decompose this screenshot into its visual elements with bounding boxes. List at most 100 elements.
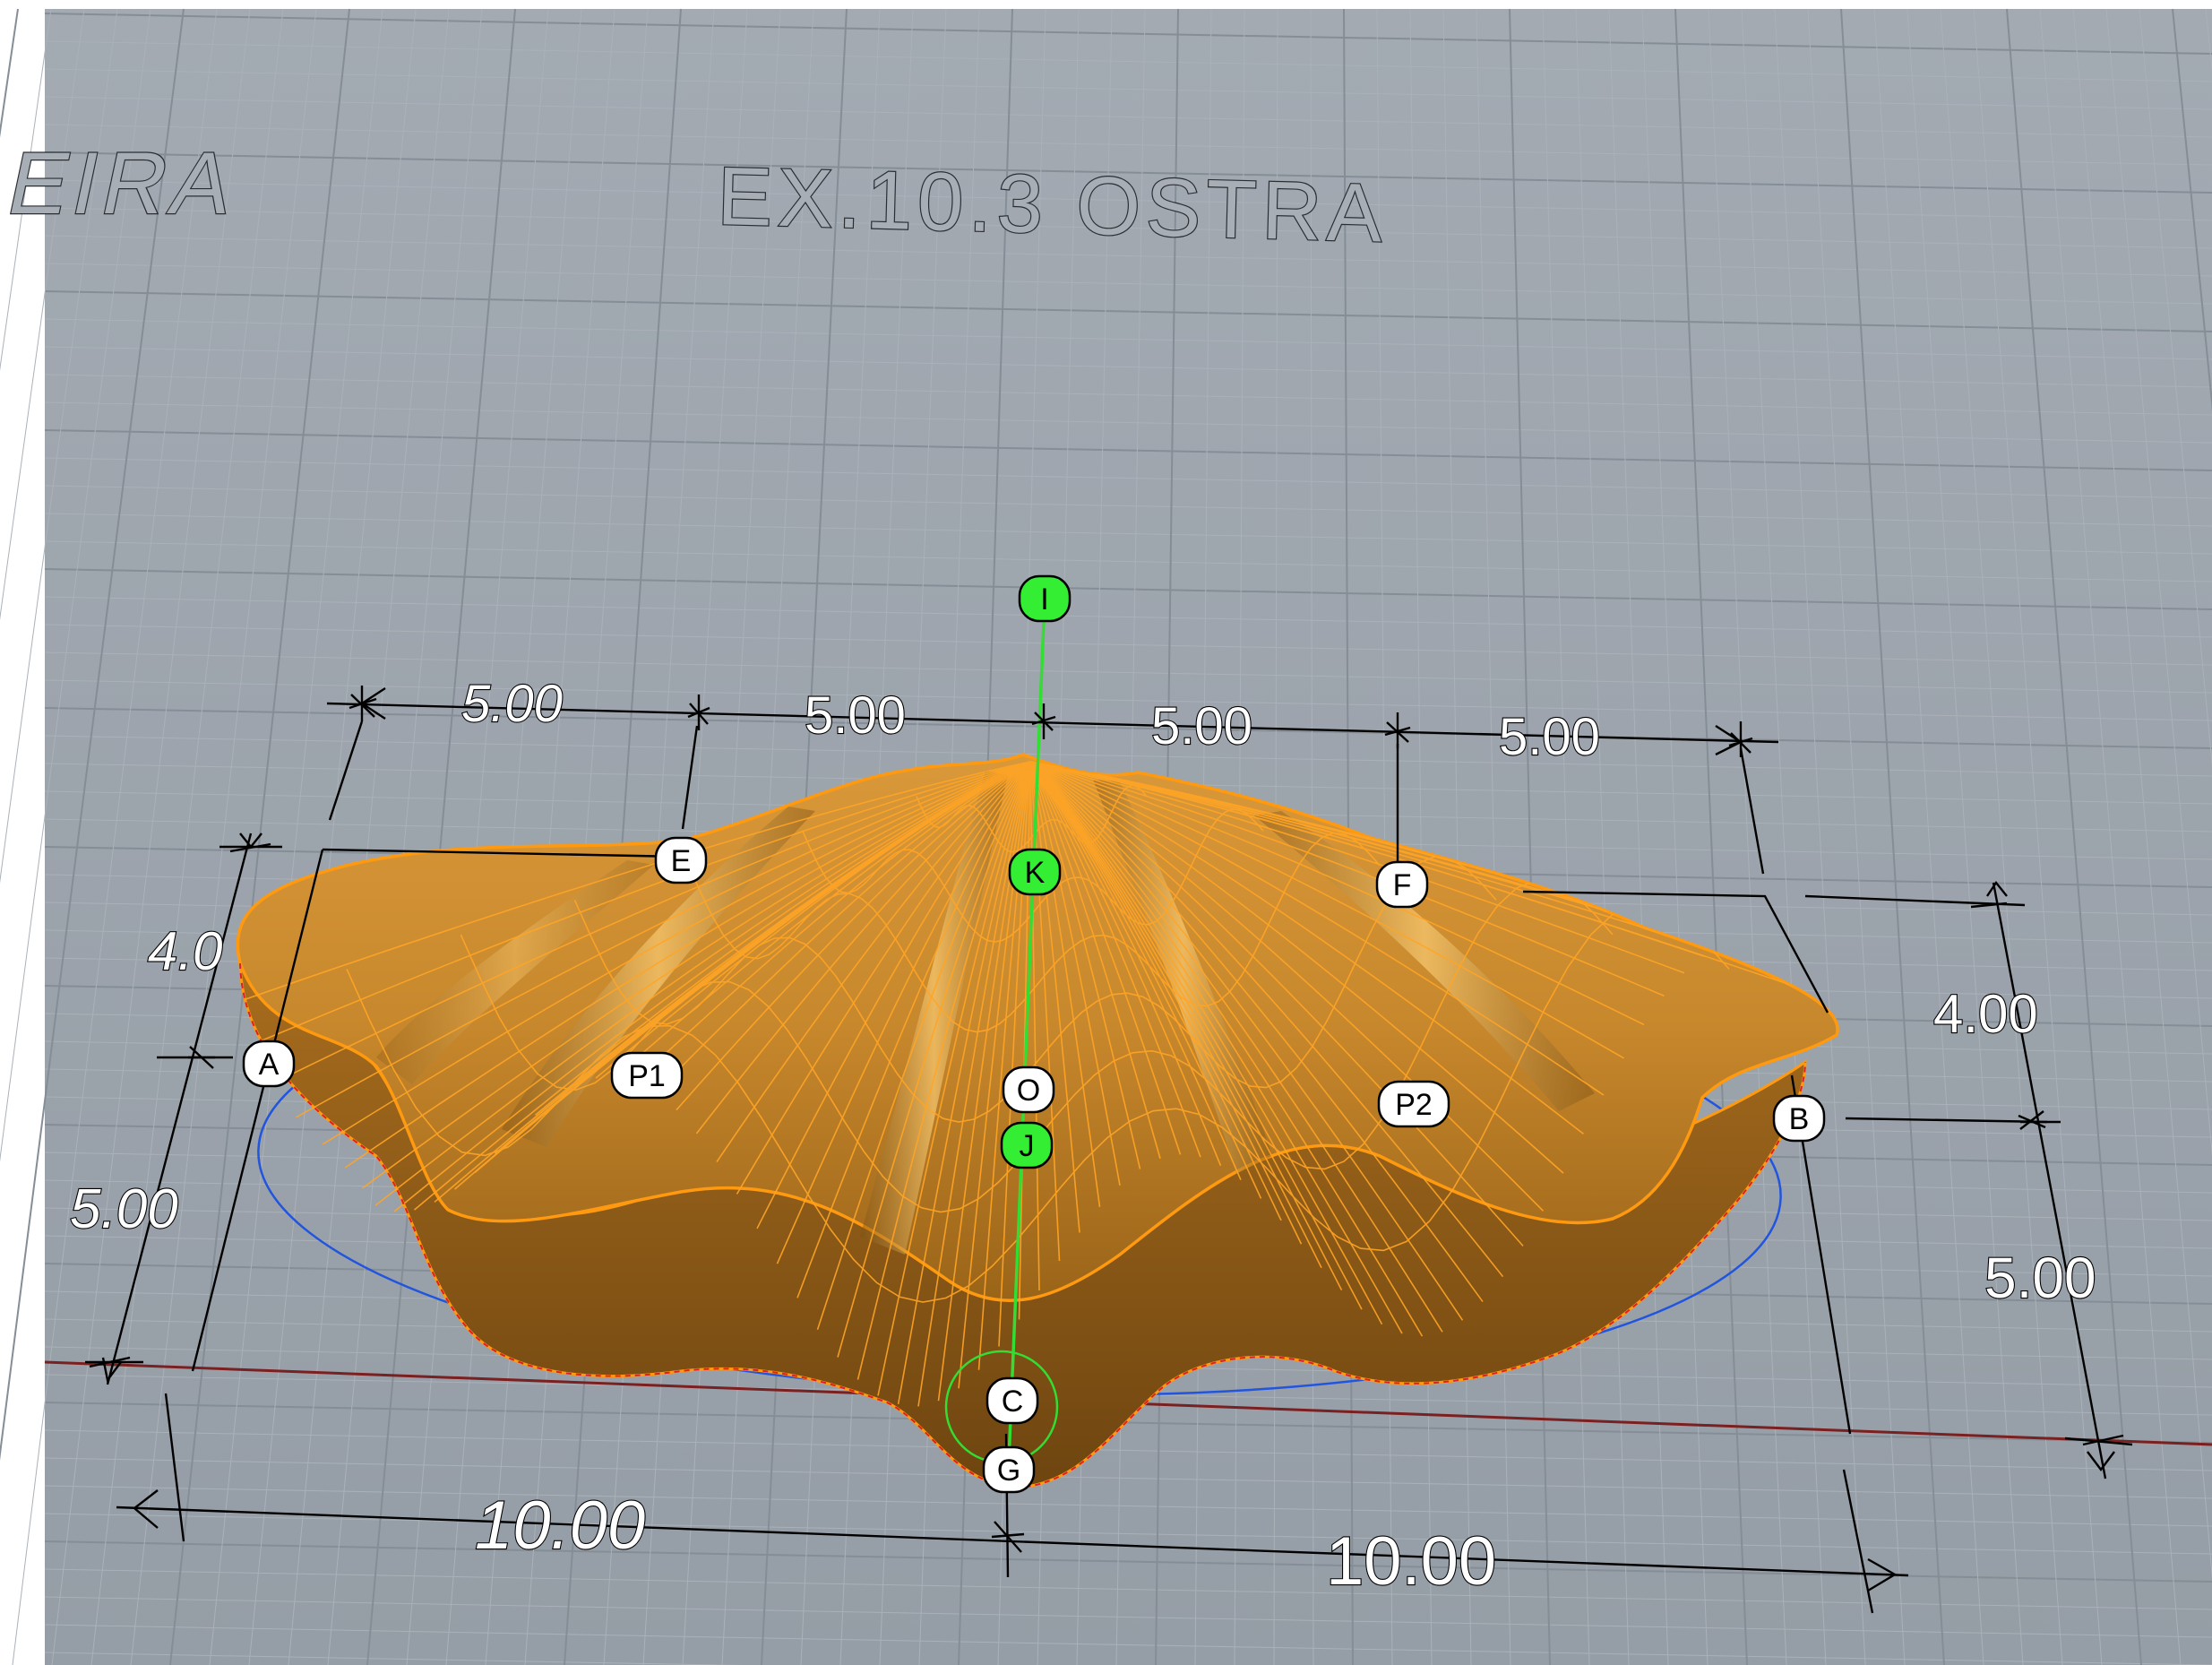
isocurve-radial bbox=[1029, 761, 1383, 1325]
isocurve-radial bbox=[333, 761, 1031, 1177]
grid-line-v bbox=[2072, 8, 2212, 1580]
grid-line-v bbox=[1873, 8, 1984, 1665]
isocurve-radial bbox=[917, 761, 1031, 1407]
grid-line-v bbox=[2105, 8, 2212, 1157]
grid-line-v bbox=[2172, 8, 2212, 412]
point-label-i[interactable]: I bbox=[1018, 574, 1072, 623]
grid-line-h bbox=[44, 290, 2212, 332]
grid-line-h bbox=[44, 263, 2212, 305]
dim-bottom-right: 10.00 bbox=[1326, 1523, 1496, 1600]
construction-grid bbox=[0, 8, 2212, 1665]
z-axis-line bbox=[1007, 600, 1046, 1462]
point-label-k[interactable]: K bbox=[1008, 848, 1062, 896]
grid-line-h bbox=[44, 13, 2212, 55]
isocurve-radial bbox=[1029, 761, 1504, 1278]
point-label-text: I bbox=[1040, 582, 1048, 617]
point-label-a[interactable]: A bbox=[242, 1040, 296, 1088]
isocurve-radial bbox=[313, 761, 1031, 1151]
grid-line-v bbox=[209, 8, 383, 1665]
isocurve-radial bbox=[1029, 761, 1665, 997]
isocurve-radial bbox=[1029, 761, 1262, 1199]
point-label-text: K bbox=[1025, 856, 1046, 890]
point-label-b[interactable]: B bbox=[1772, 1094, 1826, 1143]
isocurve-radial bbox=[1029, 761, 1564, 1174]
grid-line-h bbox=[44, 1402, 2212, 1444]
point-label-g[interactable]: G bbox=[982, 1445, 1036, 1494]
isocurve-radial bbox=[937, 761, 1031, 1402]
grid-line-h bbox=[44, 1513, 2212, 1555]
grid-line-v bbox=[0, 8, 118, 884]
isocurve-radial bbox=[1029, 761, 1605, 1096]
isocurve-radial bbox=[776, 761, 1031, 1264]
isocurve-radial bbox=[676, 761, 1031, 1111]
point-label-f[interactable]: F bbox=[1375, 860, 1429, 909]
grid-line-v bbox=[1442, 8, 1472, 1665]
isocurve-radial bbox=[655, 761, 1031, 1093]
grid-line-h bbox=[44, 374, 2212, 416]
isocurve-radial bbox=[1029, 761, 1545, 1212]
isocurve-radial bbox=[897, 761, 1031, 1405]
point-label-text: P2 bbox=[1395, 1088, 1433, 1122]
grid-line-v bbox=[1608, 8, 1669, 1665]
point-label-o[interactable]: O bbox=[1002, 1065, 1055, 1114]
grid-line-h bbox=[44, 568, 2212, 610]
oyster-shell-surface[interactable] bbox=[233, 753, 1846, 1489]
point-label-text: E bbox=[671, 844, 692, 878]
grid-line-h bbox=[44, 401, 2212, 444]
grid-line-h bbox=[44, 1429, 2212, 1471]
grid-line-h bbox=[44, 1624, 2212, 1665]
grid-line-h bbox=[44, 651, 2212, 694]
isocurve-ring bbox=[346, 903, 1730, 1303]
isocurve-radial bbox=[977, 761, 1031, 1370]
grid-line-v bbox=[2139, 8, 2212, 768]
isocurve-radial bbox=[595, 761, 1031, 1079]
grid-line-h bbox=[44, 179, 2212, 221]
isocurve-radial bbox=[756, 761, 1031, 1229]
title-left: EIRA bbox=[0, 134, 247, 233]
grid-line-h bbox=[44, 151, 2212, 194]
isocurve-radial bbox=[1029, 761, 1403, 1334]
point-label-c[interactable]: C bbox=[986, 1376, 1039, 1425]
dim-top-2: 5.00 bbox=[805, 686, 906, 745]
dimension-lines bbox=[85, 686, 2133, 1614]
isocurve-radial bbox=[1029, 761, 1838, 1005]
grid-line-v bbox=[1476, 8, 1511, 1665]
grid-line-v bbox=[0, 8, 185, 1462]
isocurve-ring bbox=[573, 856, 1497, 1123]
isocurve-radial bbox=[716, 761, 1031, 1163]
grid-line-v bbox=[90, 8, 284, 1665]
isocurve-radial bbox=[1029, 761, 1363, 1310]
point-label-j[interactable]: J bbox=[1000, 1121, 1054, 1169]
grid-line-h bbox=[44, 540, 2212, 582]
point-label-e[interactable]: E bbox=[654, 836, 708, 884]
grid-line-v bbox=[2006, 8, 2142, 1665]
point-label-p1[interactable]: P1 bbox=[610, 1051, 684, 1100]
isocurve-radial bbox=[1029, 761, 1242, 1180]
isocurve-radial bbox=[1029, 761, 1424, 1337]
grid-line-h bbox=[44, 1485, 2212, 1527]
grid-line-v bbox=[485, 8, 615, 1665]
grid-line-h bbox=[44, 1540, 2212, 1583]
grid-line-h bbox=[44, 735, 2212, 777]
grid-line-v bbox=[1674, 8, 1748, 1665]
point-label-text: O bbox=[1017, 1074, 1040, 1108]
isocurve-radial bbox=[635, 761, 1031, 1082]
isocurve-radial bbox=[1029, 761, 1222, 1167]
grid-line-v bbox=[445, 8, 582, 1665]
point-label-p2[interactable]: P2 bbox=[1377, 1080, 1450, 1128]
grid-line-v bbox=[1708, 8, 1787, 1665]
grid-line-v bbox=[603, 8, 715, 1665]
grid-line-v bbox=[1840, 8, 1945, 1665]
grid-line-v bbox=[288, 8, 450, 1665]
point-label-text: P1 bbox=[628, 1059, 666, 1093]
dim-bottom-left: 10.00 bbox=[475, 1488, 645, 1564]
isocurve-radial bbox=[998, 761, 1031, 1347]
isocurve-radial bbox=[374, 761, 1031, 1208]
isocurve-radial bbox=[1029, 761, 1685, 974]
dim-top-1: 5.00 bbox=[461, 675, 563, 733]
isocurve-radial bbox=[958, 761, 1031, 1389]
isocurve-radial bbox=[1029, 761, 1584, 1135]
isocurve-radial bbox=[1029, 761, 1161, 1160]
isocurve-radial bbox=[736, 761, 1031, 1195]
